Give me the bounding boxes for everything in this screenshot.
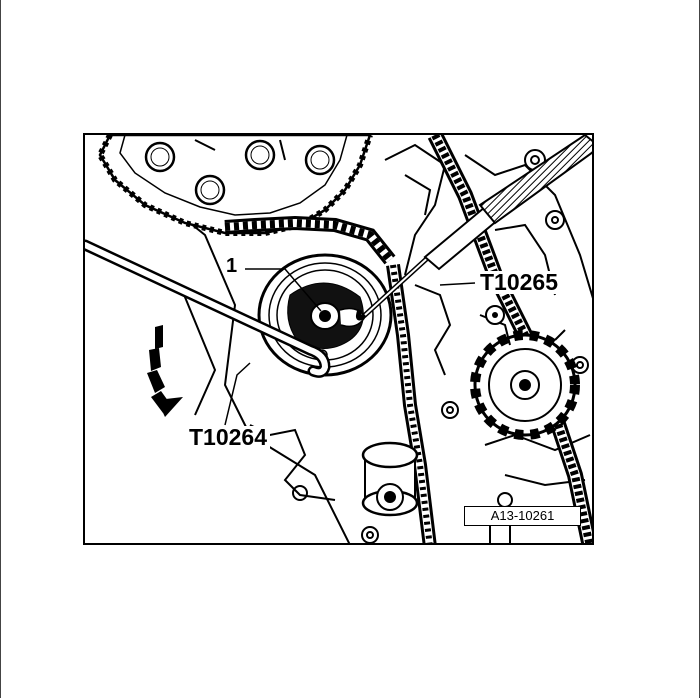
idler-roller [361, 441, 419, 517]
tool-t10264 [85, 239, 331, 378]
rotation-arrow-icon [147, 325, 183, 417]
callout-tool-t10265: T10265 [477, 271, 562, 294]
figure-id-label: A13-10261 [464, 506, 581, 526]
timing-belt-drawing [85, 135, 592, 543]
camshaft-sprocket [96, 135, 373, 236]
intermediate-sprocket [470, 305, 580, 440]
engine-housing [154, 143, 592, 543]
technical-illustration: 1 T10265 T10264 A13-10261 [83, 133, 594, 545]
callout-tool-t10264: T10264 [186, 426, 271, 449]
callout-part-1: 1 [226, 255, 238, 277]
tool-t10265 [355, 135, 592, 321]
leader-lines [224, 268, 476, 426]
